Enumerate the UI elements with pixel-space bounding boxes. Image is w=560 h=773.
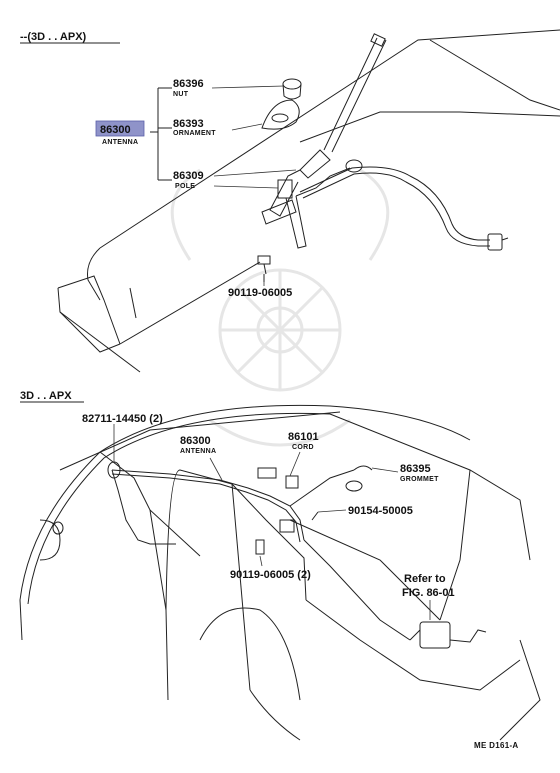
part-number-90119-top: 90119-06005 — [228, 287, 292, 299]
section-label-top: --(3D . . APX) — [20, 31, 87, 43]
antenna-mast-top — [261, 33, 387, 249]
part-number-86395: 86395 — [400, 463, 431, 475]
section-label-bottom: 3D . . APX — [20, 390, 72, 402]
callout-refer-fig[interactable]: Refer to FIG. 86-01 — [402, 573, 455, 599]
nut-part — [282, 78, 302, 100]
callout-86300-bottom[interactable]: 86300 ANTENNA — [180, 435, 216, 455]
part-number-86309: 86309 — [173, 170, 204, 182]
callout-86300-top[interactable]: 86300 ANTENNA — [95, 120, 145, 146]
refer-to-label: Refer to — [404, 573, 446, 585]
callout-82711[interactable]: 82711-14450 (2) — [82, 413, 163, 425]
part-name-nut: NUT — [173, 91, 189, 98]
part-name-cord: CORD — [292, 444, 314, 451]
part-name-antenna-bottom: ANTENNA — [180, 448, 216, 455]
callout-86395[interactable]: 86395 GROMMET — [400, 463, 439, 483]
callout-90154[interactable]: 90154-50005 — [348, 505, 413, 517]
part-number-86396: 86396 — [173, 78, 204, 90]
part-number-86101: 86101 — [288, 431, 319, 443]
ornament-part — [261, 99, 300, 130]
part-name-ornament: ORNAMENT — [173, 130, 216, 137]
antenna-cable-top — [299, 159, 509, 251]
callout-lines-top — [150, 85, 297, 286]
part-number-90119-bottom: 90119-06005 (2) — [230, 569, 311, 581]
part-number-86300-bottom: 86300 — [180, 435, 211, 447]
part-name-pole: POLE — [175, 183, 195, 190]
bolt-top — [257, 255, 271, 282]
watermark-emblem — [170, 168, 390, 447]
callout-lines-bottom — [113, 424, 431, 620]
figure-code: ME D161-A — [474, 741, 519, 750]
part-name-antenna-top: ANTENNA — [102, 139, 138, 146]
part-number-86393: 86393 — [173, 118, 204, 130]
part-number-86300-top: 86300 — [100, 124, 131, 136]
callout-86309[interactable]: 86309 POLE — [173, 170, 204, 190]
antenna-cable-bottom — [52, 461, 487, 649]
callout-86393[interactable]: 86393 ORNAMENT — [173, 118, 216, 137]
callout-90119-top[interactable]: 90119-06005 — [228, 287, 292, 299]
refer-fig-label: FIG. 86-01 — [402, 587, 455, 599]
callout-86396[interactable]: 86396 NUT — [173, 78, 204, 98]
callout-90119-bottom[interactable]: 90119-06005 (2) — [230, 569, 311, 581]
car-body-bottom — [19, 404, 541, 741]
car-body-top — [57, 29, 560, 373]
part-number-82711: 82711-14450 (2) — [82, 413, 163, 425]
callout-86101[interactable]: 86101 CORD — [288, 431, 319, 451]
part-number-90154: 90154-50005 — [348, 505, 413, 517]
part-name-grommet: GROMMET — [400, 476, 439, 483]
highlight-box — [95, 120, 145, 137]
